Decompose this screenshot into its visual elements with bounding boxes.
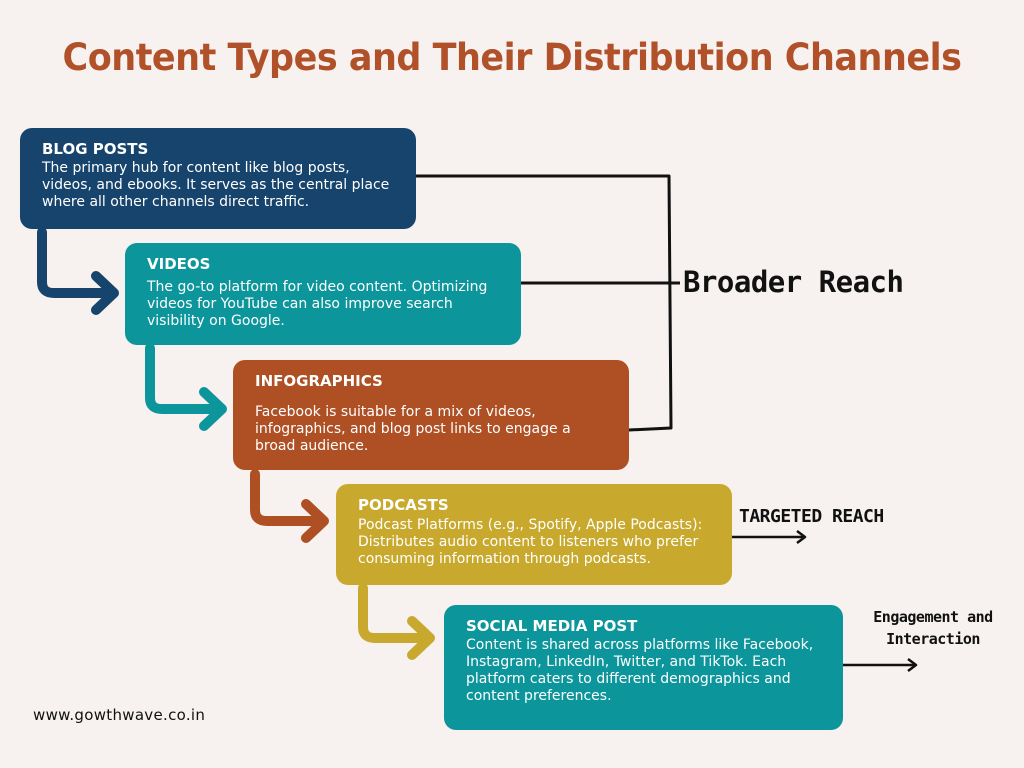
podcasts-description: Podcast Platforms (e.g., Spotify, Apple … <box>358 517 703 567</box>
flow-arrow-2 <box>145 343 227 431</box>
infographics-description: Facebook is suitable for a mix of videos… <box>255 404 571 454</box>
infographics-heading: INFOGRAPHICS <box>255 372 383 390</box>
broader-reach-label: Broader Reach <box>683 265 904 299</box>
engagement-label: Engagement and Interaction <box>873 608 993 648</box>
podcasts-heading: PODCASTS <box>358 496 449 514</box>
targeted-reach-arrow <box>732 530 807 544</box>
flow-arrow-3 <box>250 469 329 543</box>
flow-arrow-4 <box>358 583 435 660</box>
social-media-post-description: Content is shared across platforms like … <box>466 637 814 704</box>
videos-heading: VIDEOS <box>147 255 211 273</box>
engagement-arrow <box>843 658 918 672</box>
blog-posts-heading: BLOG POSTS <box>42 140 149 158</box>
website-url: www.gowthwave.co.in <box>33 706 206 724</box>
social-media-post-box: SOCIAL MEDIA POST Content is shared acro… <box>444 605 843 730</box>
targeted-reach-label: TARGETED REACH <box>739 506 884 527</box>
social-media-post-heading: SOCIAL MEDIA POST <box>466 617 638 635</box>
blog-posts-box: BLOG POSTS The primary hub for content l… <box>20 128 416 229</box>
diagram-title: Content Types and Their Distribution Cha… <box>62 36 962 80</box>
videos-box: VIDEOS The go-to platform for video cont… <box>125 243 521 345</box>
flow-arrow-1 <box>37 227 119 315</box>
infographics-box: INFOGRAPHICS Facebook is suitable for a … <box>233 360 629 470</box>
videos-description: The go-to platform for video content. Op… <box>147 279 488 329</box>
broader-reach-bracket <box>416 174 680 432</box>
podcasts-box: PODCASTS Podcast Platforms (e.g., Spotif… <box>336 484 732 585</box>
blog-posts-description: The primary hub for content like blog po… <box>42 160 390 210</box>
